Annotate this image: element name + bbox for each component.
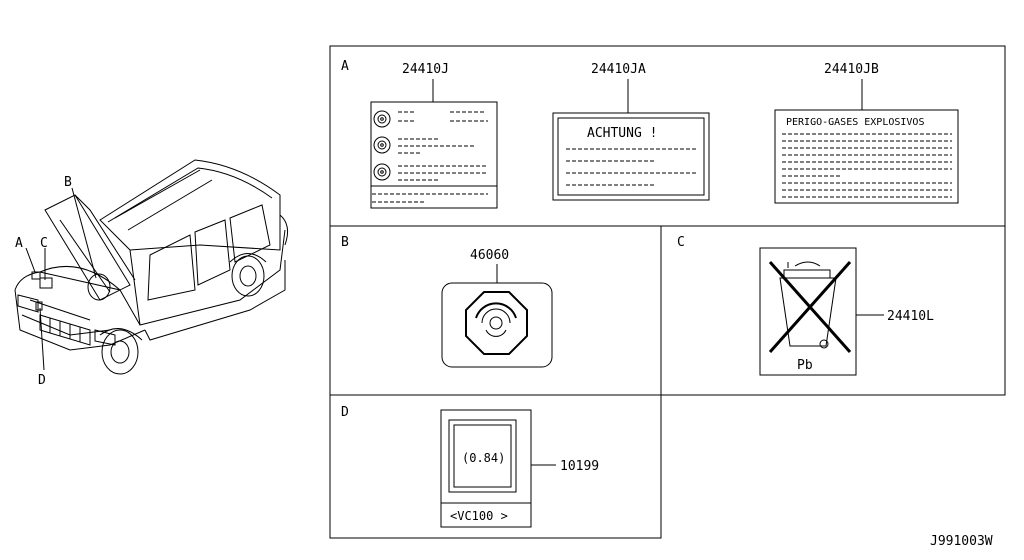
part-number-24410j: 24410J — [402, 62, 449, 77]
section-d-label: D — [341, 405, 349, 420]
part-number-46060: 46060 — [470, 248, 509, 263]
vehicle-callout-b: B — [64, 175, 72, 190]
label-24410j — [370, 101, 498, 209]
section-b-label: B — [341, 235, 349, 250]
vehicle-callout-c: C — [40, 236, 48, 251]
label-24410jb: PERIGO-GASES EXPLOSIVOS — [774, 109, 959, 204]
part-number-24410l: 24410L — [887, 309, 934, 324]
vehicle-callout-d: D — [38, 373, 46, 388]
section-d: D (0.84) <VC100 > 10199 — [341, 405, 599, 528]
warning-symbol-icon — [373, 110, 391, 181]
label-46060 — [441, 282, 553, 368]
octagon-warning-icon — [465, 291, 528, 355]
section-a-label: A — [341, 59, 349, 74]
label-10199: (0.84) <VC100 > — [440, 409, 532, 528]
label-24410l: Pb — [759, 247, 857, 376]
part-number-24410ja: 24410JA — [591, 62, 646, 77]
label-24410ja: ACHTUNG ! — [552, 112, 710, 201]
diagram-code: J991003W — [930, 534, 993, 549]
crossed-bin-icon — [768, 261, 852, 353]
section-c-label: C — [677, 235, 685, 250]
vehicle-callout-a: A — [15, 236, 23, 251]
label-24410ja-heading: ACHTUNG ! — [587, 126, 657, 141]
label-24410jb-heading: PERIGO-GASES EXPLOSIVOS — [786, 117, 924, 128]
vehicle-illustration — [14, 159, 289, 375]
section-frames — [329, 45, 1006, 539]
label-10199-value: (0.84) — [462, 451, 505, 465]
section-a: A 24410J — [341, 59, 959, 209]
label-10199-code: <VC100 > — [450, 509, 508, 523]
section-b: B 46060 — [341, 235, 553, 368]
vehicle-callout-leaders — [25, 187, 97, 371]
label-24410l-text: Pb — [797, 358, 813, 373]
part-number-24410jb: 24410JB — [824, 62, 879, 77]
section-c: C Pb 24410L — [677, 235, 934, 376]
part-number-10199: 10199 — [560, 459, 599, 474]
